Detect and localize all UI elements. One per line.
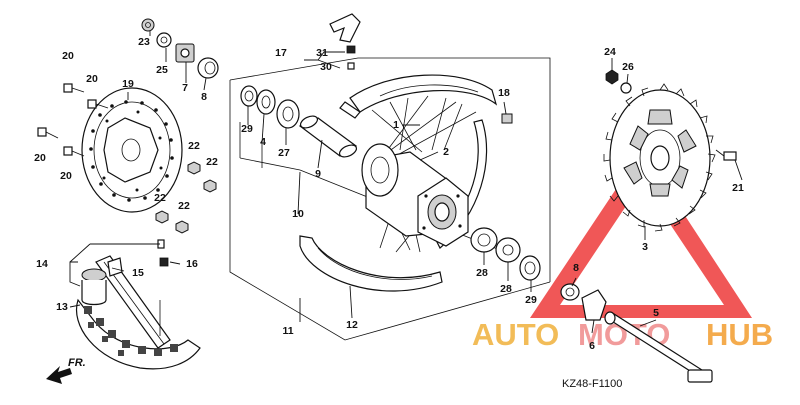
callout-18: 18 bbox=[498, 87, 510, 99]
callout-11: 11 bbox=[282, 325, 293, 337]
assembly-outline bbox=[229, 57, 551, 341]
callout-9: 9 bbox=[315, 168, 321, 180]
callout-2: 2 bbox=[443, 146, 449, 158]
callout-24: 24 bbox=[604, 46, 616, 58]
rim-lock-bracket bbox=[329, 13, 361, 70]
left-bearings bbox=[240, 85, 300, 129]
callout-21: 21 bbox=[732, 182, 744, 194]
watermark-text-auto: AUTO bbox=[472, 317, 559, 352]
callout-30: 30 bbox=[320, 61, 332, 73]
collar-parts bbox=[141, 18, 219, 79]
callout-1: 1 bbox=[393, 119, 399, 131]
rear-axle bbox=[604, 311, 713, 383]
callout-10: 10 bbox=[292, 208, 304, 220]
callout-12: 12 bbox=[346, 319, 358, 331]
callout-14: 14 bbox=[36, 258, 48, 270]
diagram-code: KZ48-F1100 bbox=[562, 378, 622, 390]
callout-28-a: 28 bbox=[476, 267, 488, 279]
callout-16: 16 bbox=[186, 258, 198, 270]
callout-22-b: 22 bbox=[206, 156, 218, 168]
forward-indicator: FR. bbox=[46, 357, 86, 384]
callout-8-upper: 8 bbox=[201, 91, 207, 103]
disc-nuts bbox=[155, 161, 217, 234]
tire-and-tube bbox=[76, 239, 201, 370]
callout-27: 27 bbox=[278, 147, 290, 159]
callout-20-c: 20 bbox=[34, 152, 46, 164]
callout-22-a: 22 bbox=[188, 140, 200, 152]
callout-8-lower: 8 bbox=[573, 262, 579, 274]
wheel-hub bbox=[361, 143, 469, 247]
callout-20-a: 20 bbox=[62, 50, 74, 62]
callout-4: 4 bbox=[260, 136, 266, 148]
forward-arrow-icon bbox=[46, 366, 72, 384]
forward-label: FR. bbox=[68, 357, 86, 369]
callout-17: 17 bbox=[275, 47, 287, 59]
disc-bolts bbox=[37, 83, 109, 157]
right-bearings bbox=[470, 227, 541, 281]
watermark-logo: AUTO MOTO HUB bbox=[472, 150, 773, 352]
callout-28-b: 28 bbox=[500, 283, 512, 295]
callout-13: 13 bbox=[56, 301, 68, 313]
callout-15: 15 bbox=[132, 267, 144, 279]
callout-31: 31 bbox=[316, 47, 328, 59]
callout-22-c: 22 bbox=[154, 192, 166, 204]
watermark-text-hub: HUB bbox=[706, 317, 773, 352]
callout-5: 5 bbox=[653, 307, 659, 319]
hub-screw bbox=[501, 113, 513, 124]
callout-29-b: 29 bbox=[525, 294, 537, 306]
chain-adjuster bbox=[581, 289, 607, 321]
callout-3: 3 bbox=[642, 241, 648, 253]
callout-29-a: 29 bbox=[241, 123, 253, 135]
callout-26: 26 bbox=[622, 61, 634, 73]
callout-20-d: 20 bbox=[60, 170, 72, 182]
drive-sprocket bbox=[603, 83, 716, 232]
callout-25: 25 bbox=[156, 64, 168, 76]
brake-disc bbox=[81, 87, 183, 213]
leader-lines bbox=[69, 31, 743, 334]
axle-collar bbox=[560, 283, 580, 301]
callout-19: 19 bbox=[122, 78, 134, 90]
callout-22-d: 22 bbox=[178, 200, 190, 212]
watermark-triangle-icon bbox=[530, 150, 752, 318]
callout-7: 7 bbox=[182, 82, 188, 94]
callout-6: 6 bbox=[589, 340, 595, 352]
axle-spacer bbox=[298, 115, 358, 158]
callout-20-b: 20 bbox=[86, 73, 98, 85]
callout-labels: 1 2 3 4 5 6 7 8 8 9 10 11 12 13 14 15 16… bbox=[34, 36, 744, 352]
callout-23: 23 bbox=[138, 36, 150, 48]
